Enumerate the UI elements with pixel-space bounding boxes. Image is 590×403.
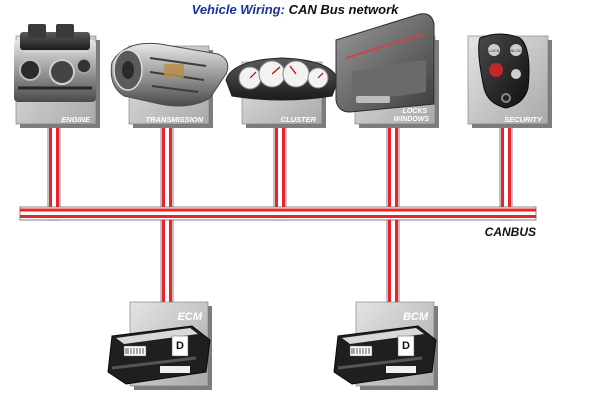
- node-security: LOCK UNLOCK SECURITY: [467, 33, 552, 128]
- node-locks-label-line1: LOCKS: [403, 108, 428, 115]
- transmission-drop-wire: [160, 119, 174, 221]
- node-engine: ENGINE: [14, 24, 100, 128]
- ecm-module-icon: D: [107, 325, 211, 385]
- engine-drop-wire: [47, 119, 61, 221]
- canbus-label: CANBUS: [485, 225, 536, 239]
- diagram-title: Vehicle Wiring: CAN Bus network: [0, 2, 590, 18]
- controller-ecm: ECM D: [107, 301, 212, 390]
- security-drop-wire: [499, 119, 513, 221]
- controller-ecm-label: ECM: [178, 311, 203, 323]
- node-cluster-label: CLUSTER: [281, 115, 317, 124]
- engine-icon: [14, 24, 96, 102]
- transmission-icon: [110, 42, 229, 107]
- node-transmission: TRANSMISSION: [110, 42, 229, 128]
- can-bus-trunk: [19, 206, 537, 221]
- controller-bcm-label: BCM: [403, 311, 429, 323]
- title-main: CAN Bus network: [288, 2, 399, 17]
- svg-text:LOCK: LOCK: [489, 48, 500, 53]
- ecm-badge: D: [176, 340, 184, 352]
- node-transmission-label: TRANSMISSION: [145, 115, 203, 124]
- node-locks-label-line2: WINDOWS: [394, 116, 430, 123]
- wiring-harness: [19, 119, 537, 313]
- controller-bcm: BCM D: [333, 301, 438, 390]
- node-cluster: CLUSTER: [225, 57, 339, 128]
- title-prefix: Vehicle Wiring:: [191, 2, 285, 17]
- key-fob-icon: LOCK UNLOCK: [478, 33, 530, 109]
- node-engine-label: ENGINE: [61, 115, 91, 124]
- node-locks-label: LOCKS WINDOWS: [394, 108, 430, 123]
- bcm-badge: D: [402, 340, 410, 352]
- ecm-drop-wire: [160, 219, 174, 313]
- locks-drop-wire: [386, 119, 400, 221]
- node-locks-windows: LOCKS WINDOWS: [335, 13, 439, 128]
- cluster-icon: [225, 57, 339, 101]
- door-panel-icon: [335, 13, 435, 113]
- svg-text:UNLOCK: UNLOCK: [508, 48, 525, 53]
- cluster-drop-wire: [273, 119, 287, 221]
- bcm-drop-wire: [386, 219, 400, 313]
- bcm-module-icon: D: [333, 325, 437, 385]
- node-security-label: SECURITY: [504, 115, 543, 124]
